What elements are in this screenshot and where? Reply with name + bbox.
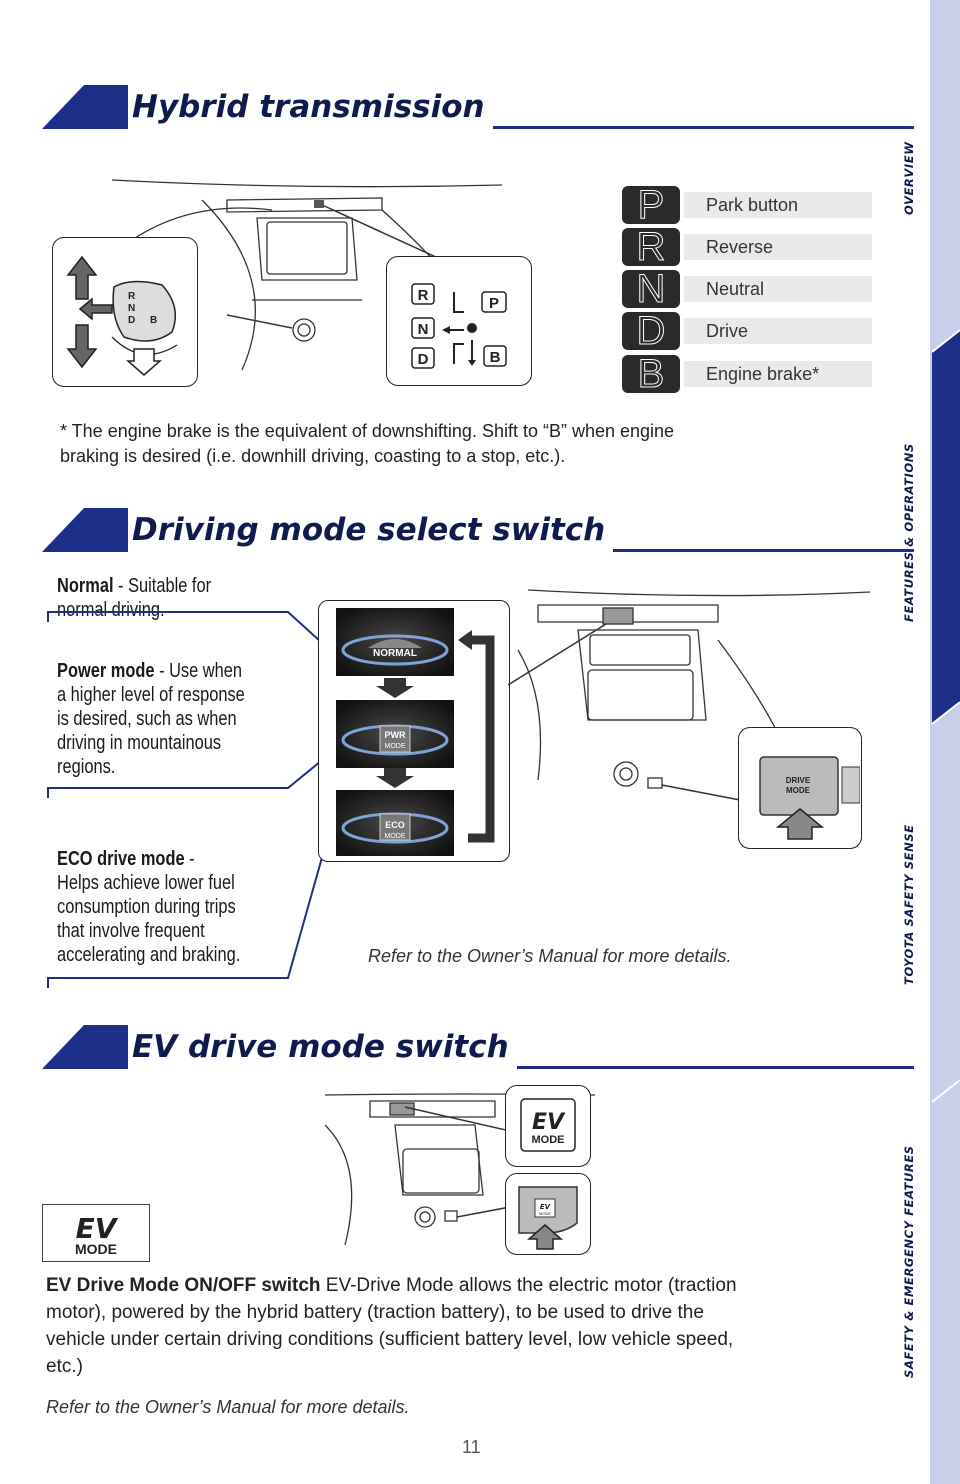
section-title: Hybrid transmission xyxy=(128,85,493,129)
refer-owners-manual-ev: Refer to the Owner’s Manual for more det… xyxy=(46,1397,410,1417)
pattern-p: P xyxy=(489,295,499,312)
section-title: EV drive mode switch xyxy=(128,1025,517,1069)
ev-mode-icon: EV MODE xyxy=(520,1098,576,1152)
gear-label-engine-brake: Engine brake* xyxy=(684,361,872,387)
pattern-b: B xyxy=(490,349,501,366)
gear-label-park: Park button xyxy=(684,192,872,218)
ev-switch-label: EV xyxy=(540,1203,551,1211)
tab-strip xyxy=(931,0,960,1484)
tab-safety-sense-bg[interactable] xyxy=(932,702,960,1102)
tab-toyota-safety-sense[interactable]: TOYOTA SAFETY SENSE xyxy=(902,824,916,985)
tab-overview[interactable]: OVERVIEW xyxy=(902,141,916,216)
ev-standalone-label: EV xyxy=(76,1212,119,1245)
gear-d-icon: D xyxy=(622,311,680,352)
mode-screens: NORMAL PWR MODE ECO MODE xyxy=(336,608,495,856)
gear-row-p: P Park button xyxy=(622,185,872,226)
screen-eco-mode-label: MODE xyxy=(385,833,406,840)
pattern-n: N xyxy=(418,321,429,338)
engine-brake-note: * The engine brake is the equivalent of … xyxy=(60,421,675,466)
gear-label-reverse: Reverse xyxy=(684,234,872,260)
tab-overview-bg[interactable] xyxy=(932,0,960,352)
ev-switch-mode-label: MODE xyxy=(539,1211,551,1216)
gear-label-drive: Drive xyxy=(684,318,872,344)
page-number: 11 xyxy=(462,1437,481,1457)
callout-eco: ECO drive mode - Helps achieve lower fue… xyxy=(57,848,241,966)
gear-n-icon: N xyxy=(622,269,680,310)
screen-pwr-mode-label: MODE xyxy=(385,743,406,750)
tab-features-bg[interactable] xyxy=(932,330,960,724)
tab-emergency-bg[interactable] xyxy=(932,1080,960,1484)
gear-r-icon: R xyxy=(622,227,680,268)
screen-pwr-label: PWR xyxy=(385,730,406,740)
ev-description: EV Drive Mode ON/OFF switch EV-Drive Mod… xyxy=(46,1275,737,1377)
gear-label-neutral: Neutral xyxy=(684,276,872,302)
gear-row-d: D Drive xyxy=(622,311,872,352)
shifter-letter-r: R xyxy=(128,291,136,302)
ev-icon-label: EV xyxy=(532,1110,566,1135)
screen-normal-label: NORMAL xyxy=(373,648,417,659)
ev-icon-mode-label: MODE xyxy=(532,1134,565,1146)
drive-mode-btn-label2: MODE xyxy=(786,786,811,795)
shifter-knob-icon: R N D B xyxy=(66,255,178,376)
callout-power: Power mode - Use when a higher level of … xyxy=(57,660,245,778)
gear-b-icon: B xyxy=(622,354,680,395)
shifter-letter-b: B xyxy=(150,315,157,326)
callout-normal: Normal - Suitable for normal driving. xyxy=(57,575,212,621)
ev-mode-standalone-icon-frame xyxy=(42,1204,150,1262)
ev-switch-illustration: EV MODE xyxy=(518,1186,578,1250)
gear-row-n: N Neutral xyxy=(622,269,872,310)
shifter-letter-n: N xyxy=(128,303,135,314)
shift-pattern-diagram: R N D P B xyxy=(411,283,507,369)
tab-features-operations[interactable]: FEATURES & OPERATIONS xyxy=(902,443,916,622)
callout-leaders xyxy=(47,611,333,988)
pattern-r: R xyxy=(418,287,429,304)
shifter-letter-d: D xyxy=(128,315,135,326)
screen-eco-label: ECO xyxy=(385,820,405,830)
tab-safety-emergency[interactable]: SAFETY & EMERGENCY FEATURES xyxy=(902,1145,916,1378)
section-title: Driving mode select switch xyxy=(128,508,614,552)
ev-standalone-mode-label: MODE xyxy=(75,1241,117,1257)
refer-owners-manual-driving: Refer to the Owner’s Manual for more det… xyxy=(368,946,732,966)
drive-mode-btn-label1: DRIVE xyxy=(786,776,811,785)
gear-p-icon: P xyxy=(622,185,680,226)
shift-pattern-inset xyxy=(386,256,532,386)
drive-mode-button-illustration: DRIVE MODE xyxy=(759,756,860,840)
ev-mode-standalone-icon: EV MODE xyxy=(75,1212,119,1257)
gear-row-b: B Engine brake* xyxy=(622,354,872,395)
gear-row-r: R Reverse xyxy=(622,227,872,268)
dashboard-ev-illustration xyxy=(325,1093,595,1246)
pattern-d: D xyxy=(418,351,429,368)
